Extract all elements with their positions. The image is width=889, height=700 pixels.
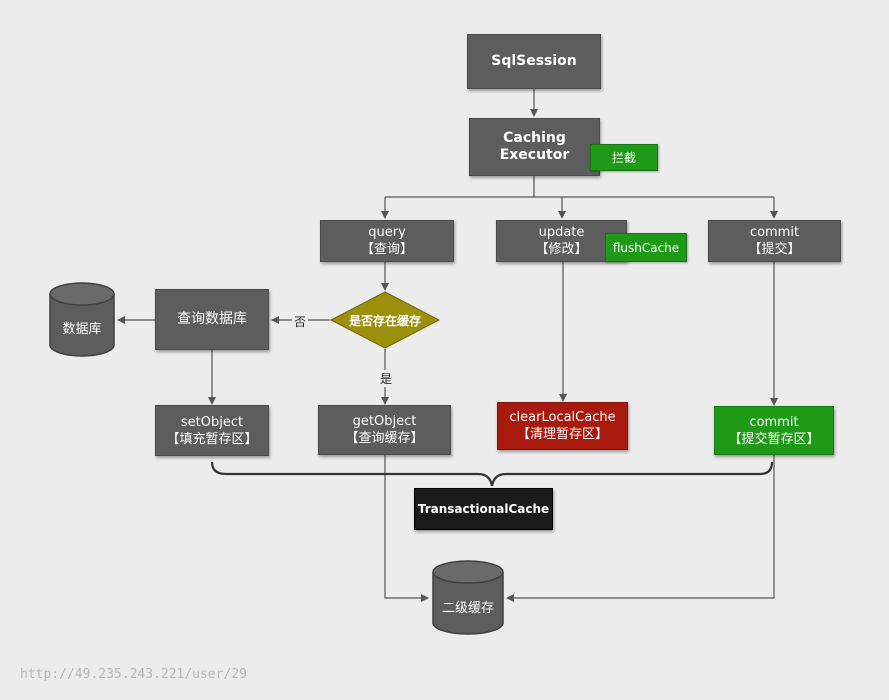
transactional-cache-brace — [210, 461, 774, 487]
edge-label-no: 否 — [292, 313, 309, 330]
edge-getobject-to-l2 — [384, 455, 429, 602]
transactional-cache-label: TransactionalCache — [417, 501, 550, 516]
query-database-node: 查询数据库 — [155, 289, 269, 350]
cache-check-diamond — [329, 291, 441, 349]
sqlsession-label: SqlSession — [491, 53, 577, 69]
query-node: query 【查询】 — [320, 220, 454, 262]
clear-local-cache-node: clearLocalCache 【清理暂存区】 — [497, 402, 628, 450]
commit-line1: commit — [749, 225, 800, 240]
query-line2: 【查询】 — [360, 242, 413, 257]
caching-executor-line1: Caching — [503, 130, 566, 146]
update-line2: 【修改】 — [535, 242, 588, 257]
transactional-cache-node: TransactionalCache — [414, 488, 553, 530]
caching-executor-node: Caching Executor — [469, 118, 600, 176]
commit-line2: 【提交】 — [748, 242, 801, 257]
get-object-line1: getObject — [352, 414, 417, 429]
intercept-tag: 拦截 — [590, 144, 658, 171]
query-database-label: 查询数据库 — [177, 311, 247, 327]
flush-cache-tag: flushCache — [605, 233, 687, 262]
intercept-tag-label: 拦截 — [611, 151, 636, 165]
sqlsession-node: SqlSession — [467, 34, 601, 89]
second-level-cache-label: 二级缓存 — [441, 600, 494, 616]
set-object-line1: setObject — [180, 414, 244, 430]
commit-staging-node: commit 【提交暂存区】 — [714, 406, 834, 455]
set-object-line2: 【填充暂存区】 — [166, 431, 258, 447]
commit-staging-line2: 【提交暂存区】 — [728, 431, 820, 447]
query-line1: query — [368, 225, 406, 240]
set-object-node: setObject 【填充暂存区】 — [155, 405, 269, 456]
caching-executor-line2: Executor — [499, 147, 570, 163]
edge-label-yes: 是 — [378, 370, 395, 387]
flush-cache-tag-label: flushCache — [612, 240, 680, 255]
database-cylinder — [49, 282, 115, 357]
edge-staging-to-l2 — [506, 455, 775, 602]
update-line1: update — [538, 225, 585, 240]
url-watermark: http://49.235.243.221/user/29 — [20, 667, 247, 682]
clear-local-cache-line1: clearLocalCache — [509, 410, 616, 425]
commit-node: commit 【提交】 — [708, 220, 841, 262]
cache-check-label: 是否存在缓存 — [348, 313, 421, 328]
get-object-line2: 【查询缓存】 — [345, 431, 424, 446]
clear-local-cache-line2: 【清理暂存区】 — [516, 427, 608, 442]
second-level-cache-cylinder — [432, 560, 504, 635]
commit-staging-line1: commit — [749, 414, 799, 430]
database-label: 数据库 — [62, 321, 102, 337]
get-object-node: getObject 【查询缓存】 — [318, 405, 451, 455]
